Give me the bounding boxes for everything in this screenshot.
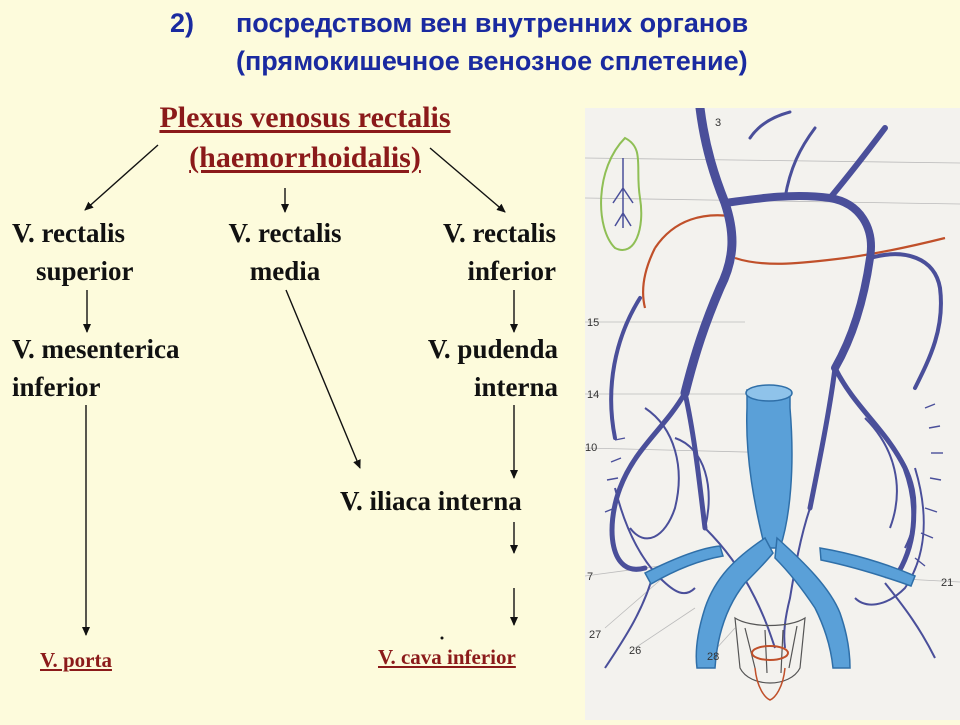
heading-line-2: (прямокишечное венозное сплетение): [236, 46, 748, 76]
node-rectalis-media-line-1: V. rectalis: [228, 218, 342, 248]
node-pudenda-interna: V. pudenda interna: [380, 330, 558, 406]
node-iliaca-interna: V. iliaca interna: [340, 486, 522, 516]
fig-label-27: 27: [589, 629, 601, 641]
node-rectalis-inferior-line-1: V. rectalis: [443, 218, 556, 248]
fig-label-10: 10: [585, 442, 597, 454]
node-pudenda-interna-line-1: V. pudenda: [427, 334, 558, 364]
node-rectalis-media-line-2: media: [249, 256, 321, 286]
node-pudenda-interna-line-2: interna: [474, 372, 558, 402]
anatomy-illustration: 3 15 14 10 7 21 27 26 28: [584, 103, 960, 720]
fig-label-14: 14: [587, 389, 599, 401]
title-line-2: (haemorrhoidalis): [189, 141, 421, 174]
diagram-title: Plexus venosus rectalis (haemorrhoidalis…: [85, 98, 525, 178]
terminal-porta: V. porta: [40, 648, 112, 672]
arrow-title-to-superior: [84, 144, 159, 211]
fig-label-3: 3: [715, 117, 721, 129]
fig-label-21: 21: [941, 577, 953, 589]
node-mesenterica-inferior: V. mesenterica inferior: [12, 330, 179, 406]
node-mesenterica-inferior-line-2: inferior: [12, 372, 101, 402]
flow-arrows: [82, 144, 518, 640]
title-line-1: Plexus venosus rectalis: [159, 101, 451, 134]
arrow-media-to-iliaca: [285, 289, 361, 469]
fig-label-28: 28: [707, 651, 719, 663]
node-rectalis-superior-line-2: superior: [36, 256, 134, 286]
fig-label-7: 7: [587, 571, 593, 583]
node-rectalis-media: V. rectalis media: [212, 214, 358, 290]
heading-line-1: посредством вен внутренних органов: [236, 8, 749, 38]
arrow-title-to-inferior: [429, 147, 506, 213]
fig-label-26: 26: [629, 645, 641, 657]
node-rectalis-superior-line-1: V. rectalis: [12, 218, 125, 248]
terminal-cava-inferior: V. cava inferior: [378, 645, 516, 669]
heading-number: 2): [170, 8, 195, 38]
node-rectalis-inferior-line-2: inferior: [467, 256, 556, 286]
node-mesenterica-inferior-line-1: V. mesenterica: [12, 334, 180, 364]
node-rectalis-superior: V. rectalis superior: [12, 214, 134, 290]
fig-label-15: 15: [587, 317, 599, 329]
stray-dot: [440, 636, 444, 640]
node-rectalis-inferior: V. rectalis inferior: [400, 214, 556, 290]
rectal-venous-plexus-figure: 3 15 14 10 7 21 27 26 28: [584, 103, 960, 701]
